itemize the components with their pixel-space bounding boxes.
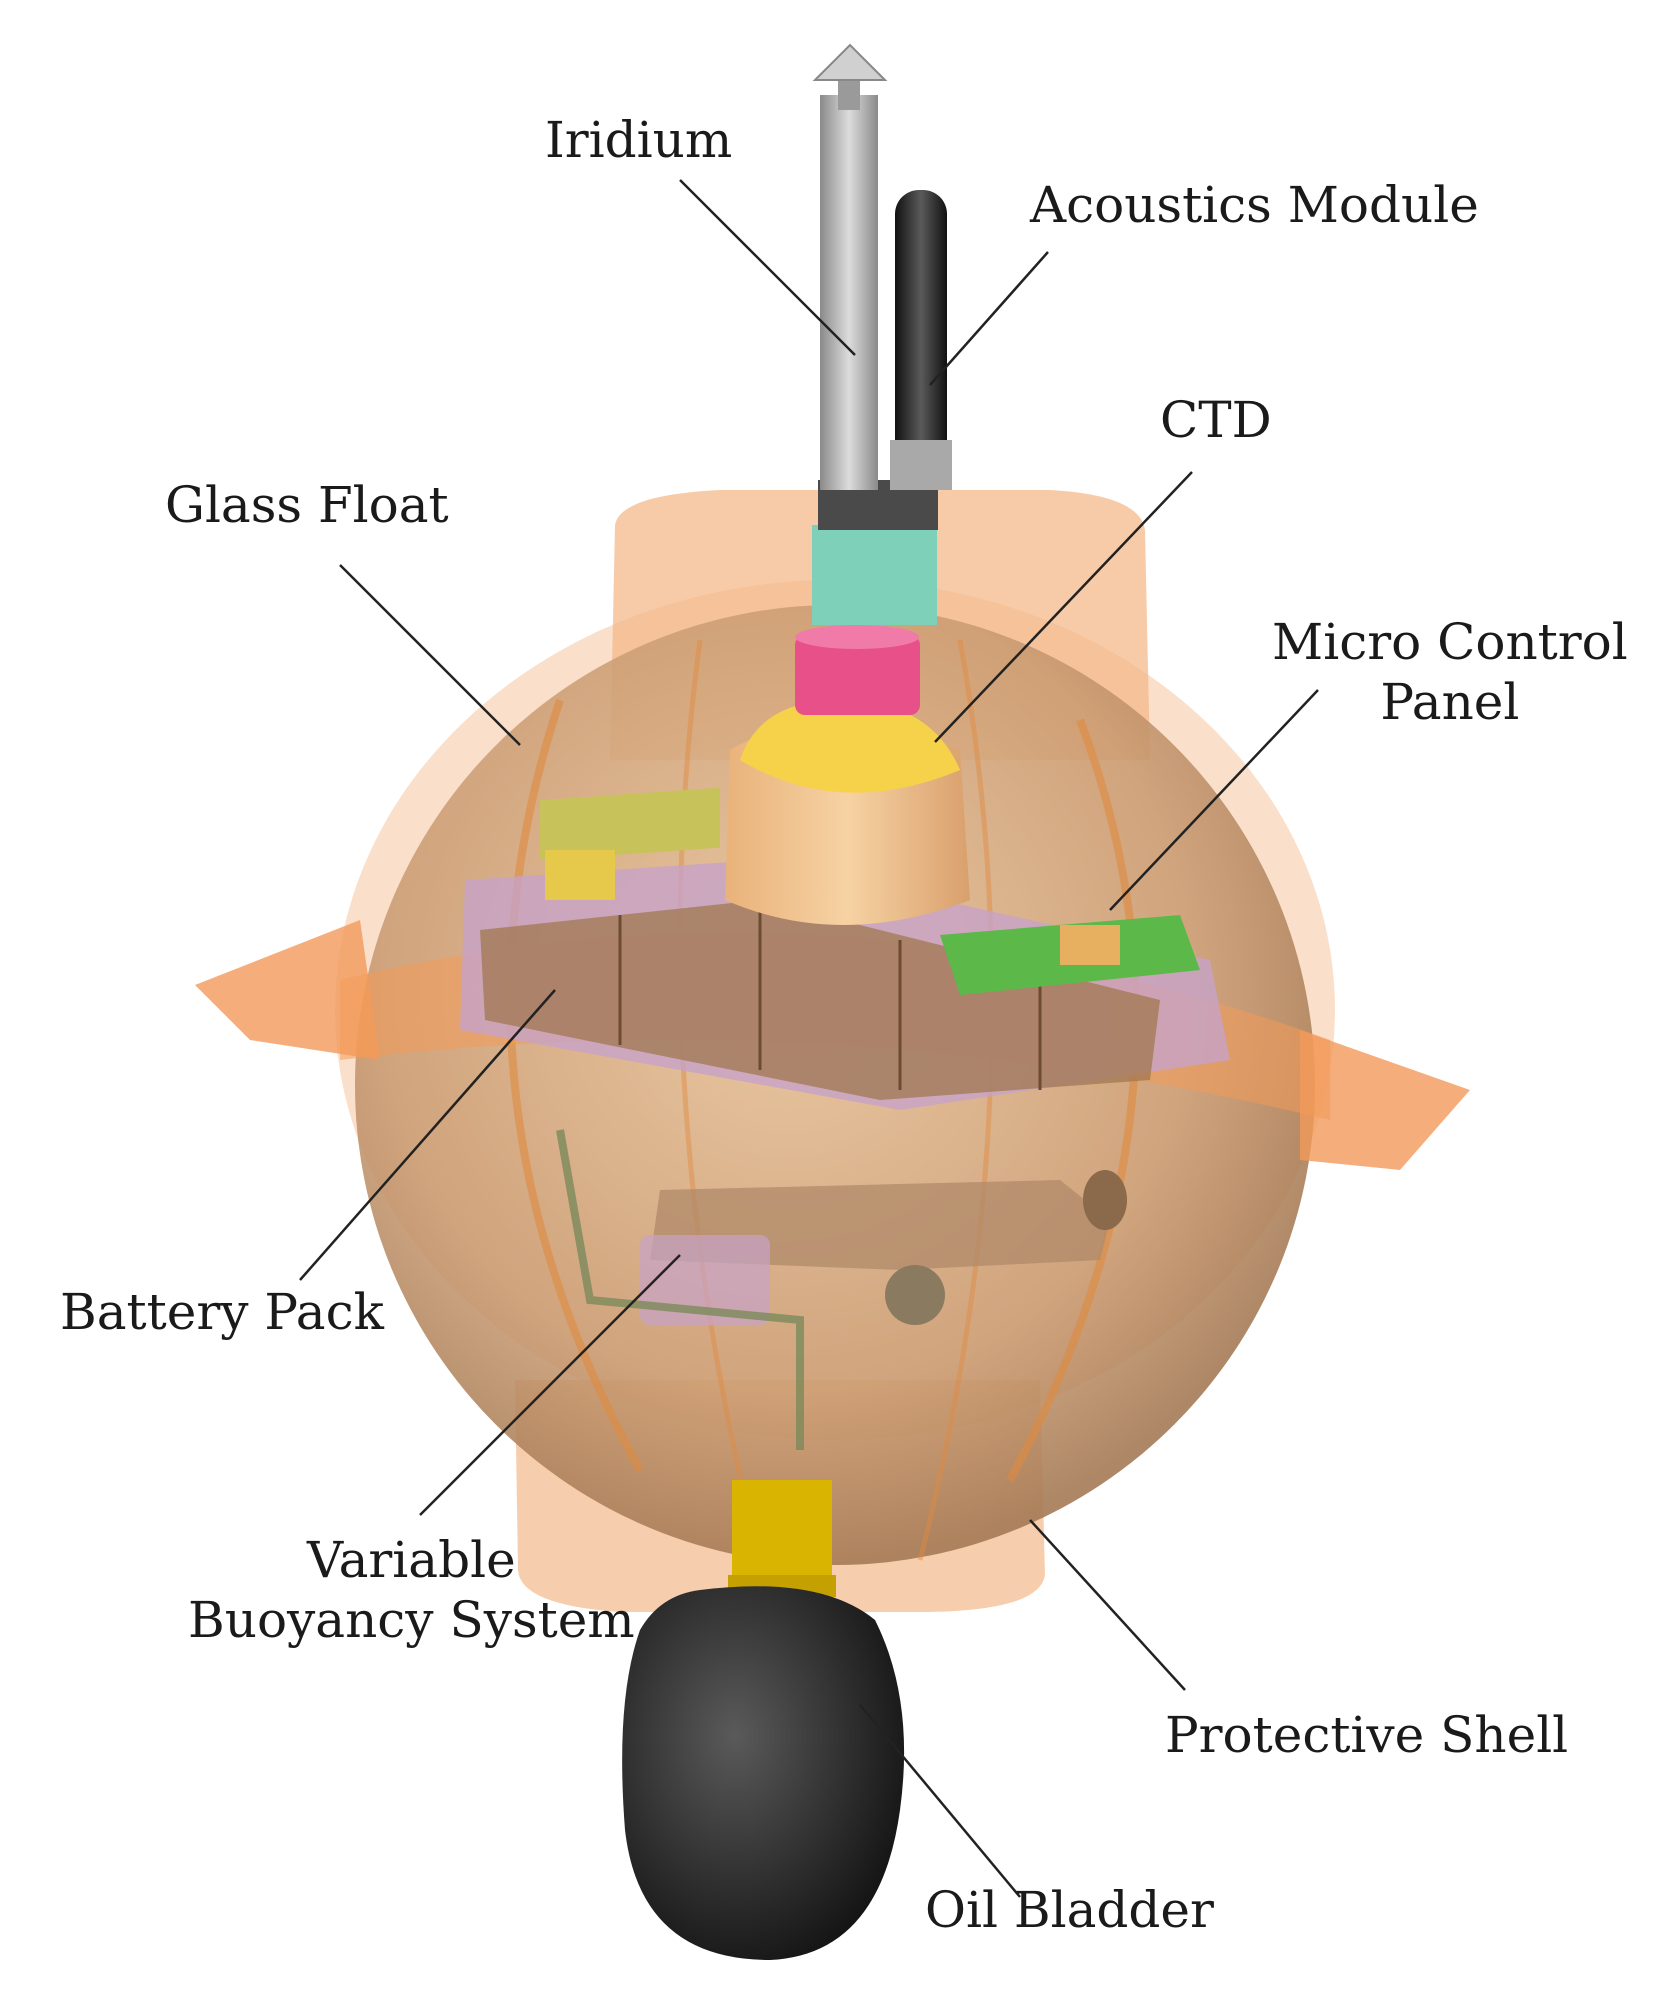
pink-connector <box>795 635 920 715</box>
vbs-cylinder <box>640 1235 770 1325</box>
leader-vbs <box>419 1254 681 1516</box>
iridium-antenna-cap <box>812 43 888 81</box>
flange-right-tab <box>1300 1030 1470 1170</box>
label-glass-float: Glass Float <box>165 476 449 534</box>
leader-micro-control <box>1109 689 1319 911</box>
neck <box>732 1480 832 1590</box>
sphere-meridian-1 <box>506 698 644 1472</box>
acoustic-antenna <box>895 190 947 480</box>
micro-control-chip <box>1060 925 1120 965</box>
label-iridium: Iridium <box>545 111 733 169</box>
ctd-cap <box>740 700 960 793</box>
antennas <box>812 43 952 490</box>
label-micro-control-line2: Panel <box>1380 673 1520 731</box>
variable-buoyancy-mechanism <box>556 1129 1127 1450</box>
oil-bladder <box>622 1586 905 1960</box>
label-micro-control-line1: Micro Control <box>1272 613 1628 671</box>
circuit-boards <box>540 787 1200 995</box>
label-vbs-line1: Variable <box>307 1531 516 1589</box>
vbs-tube <box>556 1129 804 1450</box>
leader-bladder <box>859 1704 1021 1898</box>
board-left <box>540 787 720 861</box>
sphere-meridian-2 <box>1006 718 1140 1482</box>
oil-bladder-assembly <box>622 1480 905 1960</box>
leader-acoustics <box>929 251 1049 386</box>
acoustic-antenna-base <box>890 440 952 490</box>
iridium-antenna-tip-shaft <box>838 80 860 110</box>
vbs-gear <box>885 1265 945 1325</box>
battery-pack <box>460 860 1230 1110</box>
leader-glass-float <box>339 564 521 746</box>
label-protective-shell: Protective Shell <box>1165 1706 1569 1764</box>
leader-shell <box>1029 1519 1186 1691</box>
label-acoustics-module: Acoustics Module <box>1030 176 1479 234</box>
leader-lines <box>299 179 1319 1898</box>
iridium-antenna <box>820 95 878 490</box>
teal-connector <box>812 525 937 625</box>
label-oil-bladder: Oil Bladder <box>925 1881 1214 1939</box>
flange-left-tab <box>195 920 380 1060</box>
label-micro-control-panel: Micro Control Panel <box>1272 612 1628 732</box>
leader-iridium <box>679 179 856 356</box>
sphere-meridian-3 <box>677 639 763 1561</box>
label-variable-buoyancy-system: Variable Buoyancy System <box>188 1530 635 1650</box>
pink-connector-top <box>795 625 919 649</box>
label-battery-pack: Battery Pack <box>60 1283 384 1341</box>
label-ctd: CTD <box>1160 391 1272 449</box>
ctd-sensor <box>725 480 970 925</box>
leader-ctd <box>934 471 1193 743</box>
battery-cells <box>480 900 1160 1100</box>
label-vbs-line2: Buoyancy System <box>188 1591 635 1649</box>
leader-battery <box>299 989 556 1281</box>
vbs-port <box>1083 1170 1127 1230</box>
board-left-chip <box>545 850 615 900</box>
